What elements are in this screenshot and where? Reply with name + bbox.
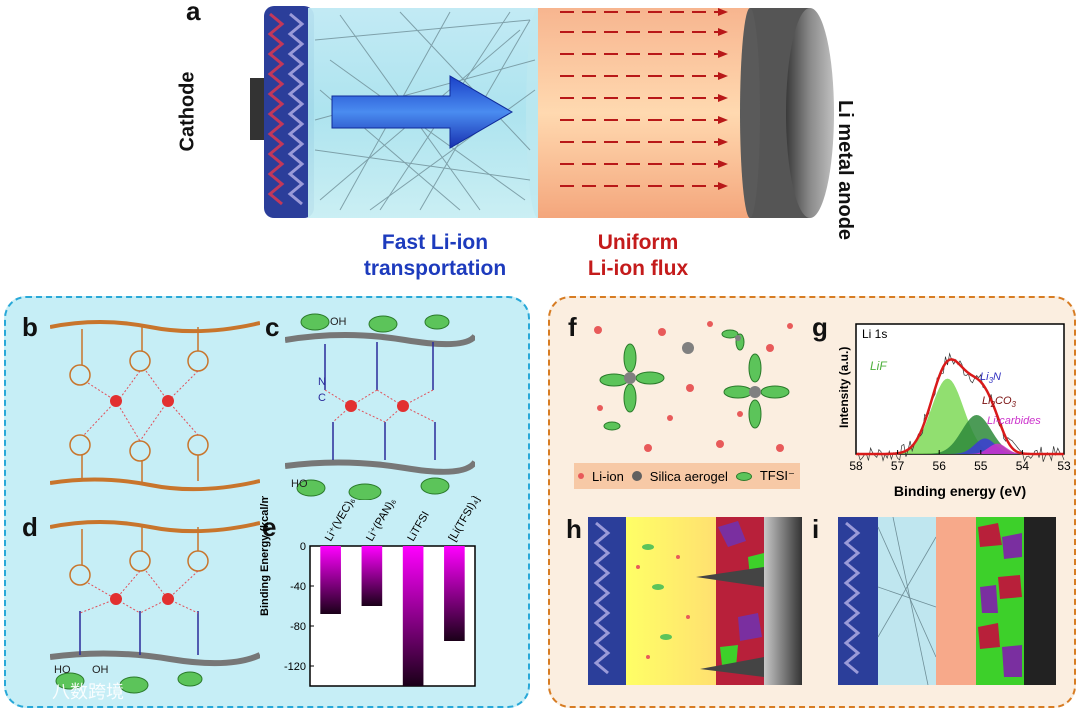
category-label: Li⁺(PAN)₆ xyxy=(364,496,398,544)
panel-a-label: a xyxy=(186,0,201,26)
panel-c-structure xyxy=(285,313,475,500)
y-axis-label: Binding Energy (kcal/mol) xyxy=(259,496,271,616)
panel-c-ho-label: HO xyxy=(291,478,308,490)
cathode-crystal xyxy=(267,12,305,206)
panel-f-legend: Li-ion Silica aerogel TFSI⁻ xyxy=(574,463,800,489)
panel-b-label: b xyxy=(22,312,38,342)
battery-schematic xyxy=(250,6,834,218)
panel-d-ho-label: HO xyxy=(54,664,71,676)
panel-c-label: c xyxy=(265,312,280,342)
panel-b-structure xyxy=(50,320,260,492)
panel-i-label: i xyxy=(812,514,820,544)
envelope-curve xyxy=(856,358,1064,456)
bar xyxy=(320,546,341,614)
panel-g-label: g xyxy=(812,312,828,342)
silica-legend-marker xyxy=(631,471,642,481)
li-ion-flux-arrows xyxy=(560,11,718,187)
caption-uniform-flux: Uniform Li-ion flux xyxy=(587,231,689,280)
y-tick-label: 0 xyxy=(300,541,306,553)
x-axis-label: Binding energy (eV) xyxy=(894,483,1026,499)
caption-fast-transport: Fast Li-ion transportation xyxy=(363,231,507,280)
panel-f-illustration xyxy=(594,321,793,452)
peak-fill xyxy=(856,415,1064,454)
li3n-label: Li3N xyxy=(980,371,1001,385)
y-tick-label: -80 xyxy=(290,621,306,633)
panel-d-label: d xyxy=(22,512,38,542)
peak-fill xyxy=(856,443,1064,454)
fast-transport-arrow xyxy=(331,75,513,149)
raw-spectrum xyxy=(855,352,1065,463)
x-ticks-group: 58 57 56 55 54 53 xyxy=(849,450,1071,473)
silica-cluster xyxy=(599,329,790,431)
panel-e-label: e xyxy=(262,512,277,542)
y-axis-label: Intensity (a.u.) xyxy=(837,347,851,428)
anode-label: Li metal anode xyxy=(834,100,856,241)
silica-legend-label: Silica aerogel xyxy=(649,468,728,484)
peaks-group xyxy=(856,378,1064,454)
li-ion-legend-marker xyxy=(578,473,584,479)
y-tick-label: -120 xyxy=(284,661,306,673)
y-ticks-group: 0 -40 -80 -120 xyxy=(284,541,314,673)
category-label: [Li(TFSI)₄]³⁻ xyxy=(447,496,487,544)
category-label: Li⁺(VEC)₆ xyxy=(323,496,358,544)
bars-group xyxy=(320,546,465,686)
li-ion-legend-label: Li-ion xyxy=(592,468,624,484)
x-tick-label: 56 xyxy=(933,459,947,473)
li-carbides-label: Li-carbides xyxy=(987,415,1041,427)
bar xyxy=(402,546,424,686)
peak-fill xyxy=(856,378,1064,454)
lif-label: LiF xyxy=(870,359,887,373)
panel-f-label: f xyxy=(568,312,577,342)
x-tick-label: 55 xyxy=(974,459,988,473)
tfsi-legend-label: TFSI⁻ xyxy=(759,468,795,483)
x-tick-label: 58 xyxy=(849,459,863,473)
x-tick-label: 54 xyxy=(1016,459,1030,473)
panel-c-oh-label: OH xyxy=(330,316,347,328)
li-ion xyxy=(162,395,174,407)
tfsi-legend-marker xyxy=(735,471,752,481)
watermark: 八数跨境 xyxy=(52,682,124,702)
category-label: LiTFSI xyxy=(405,509,432,543)
panel-c-cn-label: C xyxy=(318,392,326,404)
panel-h-label: h xyxy=(566,514,582,544)
li-ion xyxy=(110,395,122,407)
li2co3-label: Li2CO3 xyxy=(982,395,1017,409)
bar xyxy=(444,546,465,641)
x-tick-label: 53 xyxy=(1057,459,1071,473)
panel-a: a xyxy=(0,0,1080,290)
cathode-label: Cathode xyxy=(176,71,199,152)
x-tick-label: 57 xyxy=(891,459,905,473)
panel-d-structure xyxy=(50,520,260,694)
panel-h-illustration xyxy=(588,517,802,685)
panel-d-oh-label: OH xyxy=(92,664,109,676)
panel-i-illustration xyxy=(838,517,1056,685)
panel-c-n-label: N xyxy=(318,376,326,388)
chart-title: Li 1s xyxy=(862,327,887,341)
xps-li1s-chart: Li 1s 58 57 56 55 54 53 Binding energy (eV) I… xyxy=(837,323,1071,499)
y-tick-label: -40 xyxy=(290,581,306,593)
bar xyxy=(361,546,383,606)
